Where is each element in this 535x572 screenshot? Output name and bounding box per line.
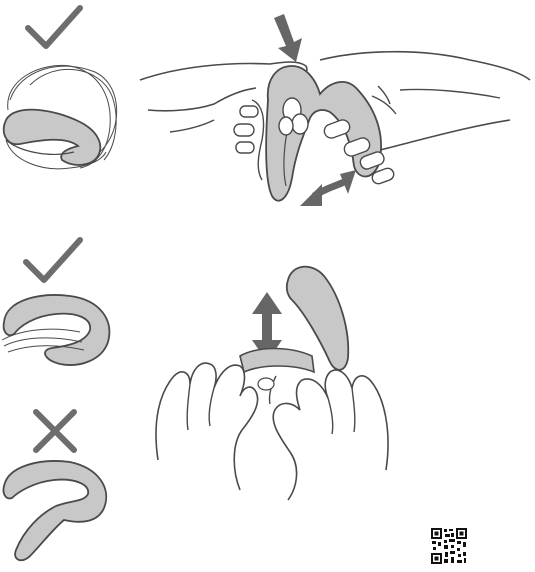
left-fingers: [234, 100, 264, 180]
step-3-marker: [36, 412, 74, 450]
curved-double-arrow-icon: [300, 170, 356, 206]
right-hand-2: [273, 370, 388, 500]
device-base: [240, 349, 314, 373]
check-icon: [28, 8, 80, 46]
step-3-device-wrong: [3, 461, 106, 560]
step-2-marker: [26, 240, 80, 280]
step-1-marker: [28, 8, 80, 46]
right-hand: [320, 52, 530, 80]
step-1-device-folded: [4, 65, 117, 168]
step-2-device-bent: [2, 295, 109, 365]
cross-icon: [36, 412, 74, 450]
check-icon: [26, 240, 80, 280]
step-2-illustration: [156, 267, 388, 500]
step-1-illustration: [140, 14, 530, 206]
down-arrow-icon: [274, 14, 302, 62]
left-hand-2: [156, 363, 258, 490]
qr-code-icon: [431, 528, 467, 564]
